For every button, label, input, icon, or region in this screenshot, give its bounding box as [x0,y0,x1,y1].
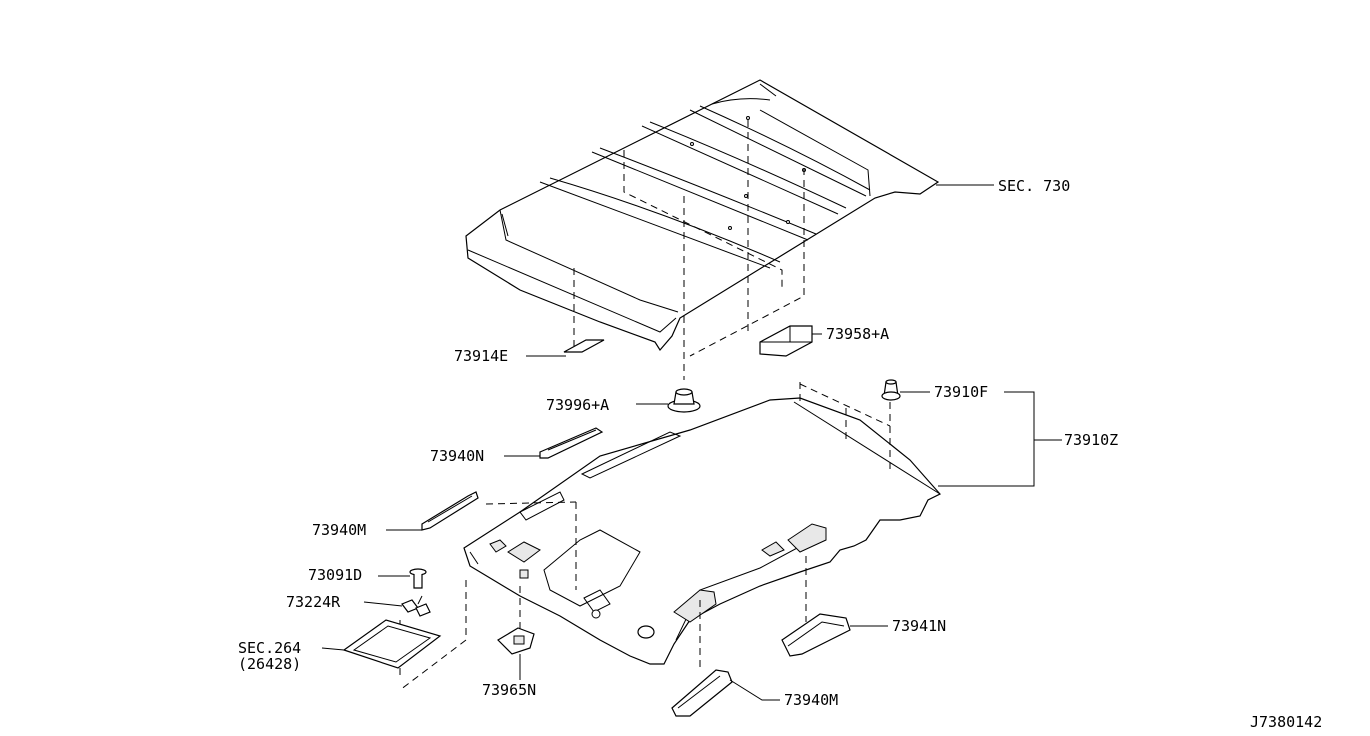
leader-lines [321,184,1062,701]
part-73940m-bottom [671,669,733,717]
part-73914e [563,339,605,353]
roof-dashed-leaders [573,120,805,380]
part-73965n [497,627,535,655]
part-73224r [401,595,431,617]
part-73941n [781,613,851,657]
label-73091d: 73091D [308,566,362,584]
label-73940m-bottom: 73940M [784,691,838,709]
label-73996a: 73996+A [546,396,609,414]
label-73914e: 73914E [454,347,508,365]
label-73941n: 73941N [892,617,946,635]
roof-panel [465,79,940,352]
label-73940n: 73940N [430,447,484,465]
headlining [463,397,941,665]
part-73091d [409,568,427,589]
part-sec264 [342,619,442,669]
label-73910f: 73910F [934,383,988,401]
part-73996a [667,388,701,413]
label-73940m-left: 73940M [312,521,366,539]
diagram-code: J7380142 [1250,713,1322,731]
label-73224r: 73224R [286,593,341,611]
label-73958a: 73958+A [826,325,889,343]
part-73910f [881,379,901,401]
part-73940n [539,427,604,459]
label-sec-264-sub: (26428) [238,655,301,673]
label-73965n: 73965N [482,681,536,699]
label-sec-264: SEC.264 [238,639,301,657]
part-73958a [759,325,813,357]
part-73940m-left [421,491,479,531]
label-sec-730: SEC. 730 [998,177,1070,195]
label-73910z: 73910Z [1064,431,1118,449]
